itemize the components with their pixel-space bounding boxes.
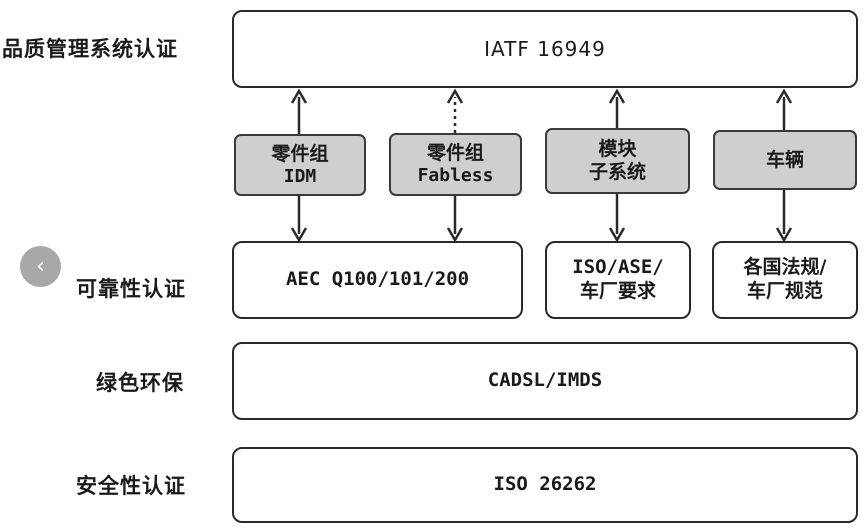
regulations-box: 各国法规/ 车厂规范 [712,241,858,319]
cadsl-text: CADSL/IMDS [487,369,603,392]
vehicle-line1: 车辆 [765,148,804,171]
module-line1: 模块 [598,138,637,161]
regulations-line2: 车厂规范 [746,280,823,302]
aec-box: AEC Q100/101/200 [232,241,523,319]
arrow-fabless-to-iatf-dotted [446,88,464,133]
arrow-fabless-to-aec [446,196,464,243]
module-line2: 子系统 [588,161,646,183]
regulations-text: 各国法规/ 车厂规范 [744,256,827,304]
label-reliability: 可靠性认证 [76,277,186,301]
arrow-idm-to-aec [290,196,308,243]
arrow-idm-to-iatf [290,88,308,134]
label-quality-management: 品质管理系统认证 [2,37,178,61]
module-box: 模块 子系统 [545,128,690,194]
iso26262-text: ISO 26262 [493,473,597,496]
chevron-left-icon: ‹ [36,253,45,279]
iso-ase-text: ISO/ASE/ 车厂要求 [572,256,664,304]
idm-box: 零件组 IDM [234,134,366,196]
cadsl-box: CADSL/IMDS [232,342,858,420]
fabless-line1: 零件组 [426,142,484,165]
iso26262-box: ISO 26262 [232,447,858,523]
label-safety: 安全性认证 [76,474,186,498]
fabless-line2: Fabless [417,165,494,187]
aec-text: AEC Q100/101/200 [285,268,470,291]
iso-ase-box: ISO/ASE/ 车厂要求 [545,241,691,319]
vehicle-box: 车辆 [713,130,857,190]
fabless-box: 零件组 Fabless [389,133,522,196]
iso-ase-line1: ISO/ASE/ [572,256,664,279]
label-green: 绿色环保 [96,371,184,395]
iso-ase-line2: 车厂要求 [579,280,656,302]
arrow-vehicle-to-regulations [775,190,793,243]
back-button[interactable]: ‹ [20,246,61,287]
iatf-text: IATF 16949 [484,36,606,61]
regulations-line1: 各国法规/ [743,256,827,279]
arrow-vehicle-to-iatf [775,88,793,130]
arrow-module-to-iatf [608,88,626,128]
idm-line2: IDM [283,165,317,187]
iatf-box: IATF 16949 [232,10,858,88]
idm-line1: 零件组 [271,142,329,165]
arrow-module-to-iso-ase [608,194,626,243]
